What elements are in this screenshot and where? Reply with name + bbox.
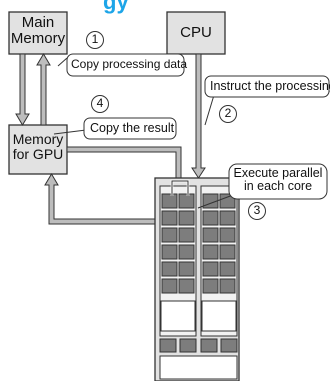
main-memory-box xyxy=(8,11,68,55)
gpu-core xyxy=(219,227,236,243)
step-4-text: Copy the result xyxy=(90,121,175,135)
gpu-core xyxy=(202,210,219,226)
gpu-core xyxy=(178,278,195,294)
gpu-core xyxy=(161,227,178,243)
step-2-badge xyxy=(219,105,237,123)
copy-data-arrow xyxy=(15,53,30,126)
step-2-text: Instruct the processing xyxy=(210,79,330,93)
step-3-line1: Execute parallel xyxy=(233,166,323,180)
shared-memory-left xyxy=(160,300,196,332)
callout-4 xyxy=(83,117,177,140)
gpu-core xyxy=(219,244,236,260)
bottom-block xyxy=(159,338,177,353)
callout-3 xyxy=(228,163,328,200)
gpu-memory-line1: Memory xyxy=(12,131,64,147)
copy-result-arrow xyxy=(36,53,51,126)
callout-4-pointer xyxy=(53,129,87,135)
step-3-line2: in each core xyxy=(243,179,313,194)
step-3-badge xyxy=(248,202,266,220)
gpu-core xyxy=(161,210,178,226)
gpu-core xyxy=(161,244,178,260)
callout-1 xyxy=(66,53,185,77)
callout-2-pointer xyxy=(204,94,215,126)
result-from-gpu-arrow xyxy=(44,173,156,225)
instruct-arrow xyxy=(191,53,206,179)
gpu-core xyxy=(219,261,236,277)
step-4-badge xyxy=(91,95,109,113)
step-3-text: Execute parallel in each core xyxy=(229,166,327,194)
main-memory-label: Main Memory xyxy=(9,15,67,47)
gpu-core xyxy=(178,227,195,243)
gpu-core xyxy=(202,227,219,243)
header-fragment: gy xyxy=(103,0,129,14)
step-3-number: 3 xyxy=(253,203,261,217)
step-1-badge xyxy=(86,31,104,49)
step-1-text: Copy processing data xyxy=(71,57,188,71)
step-1-number: 1 xyxy=(91,32,99,46)
bottom-block xyxy=(220,338,238,353)
gpu-core xyxy=(202,244,219,260)
gpu-core xyxy=(161,278,178,294)
gpu-core xyxy=(178,193,195,209)
gpu-core xyxy=(178,210,195,226)
bottom-block xyxy=(200,338,218,353)
bottom-block xyxy=(179,338,197,353)
main-memory-line1: Main xyxy=(21,14,55,31)
shared-memory-right xyxy=(201,300,237,332)
distribute-arrow xyxy=(171,180,189,196)
gpu-core xyxy=(161,261,178,277)
gpu-memory-line2: for GPU xyxy=(12,145,64,162)
step-4-number: 4 xyxy=(96,96,104,110)
gpu-memory-label: Memory for GPU xyxy=(9,132,67,161)
gpu-core xyxy=(178,244,195,260)
callout-2 xyxy=(204,75,330,98)
gpu-core xyxy=(219,193,236,209)
gpu-core xyxy=(219,210,236,226)
main-memory-line2: Memory xyxy=(10,29,66,47)
cpu-label: CPU xyxy=(180,24,212,41)
step-2-number: 2 xyxy=(224,106,232,120)
global-memory-strip xyxy=(159,355,238,380)
callout-3-pointer xyxy=(197,194,234,209)
gpu-core xyxy=(202,261,219,277)
callout-1-pointer xyxy=(57,57,68,67)
gpu-core xyxy=(219,278,236,294)
gpu-core xyxy=(178,261,195,277)
core-grid xyxy=(161,193,236,294)
gpu-core xyxy=(161,193,178,209)
gpu-core xyxy=(202,278,219,294)
